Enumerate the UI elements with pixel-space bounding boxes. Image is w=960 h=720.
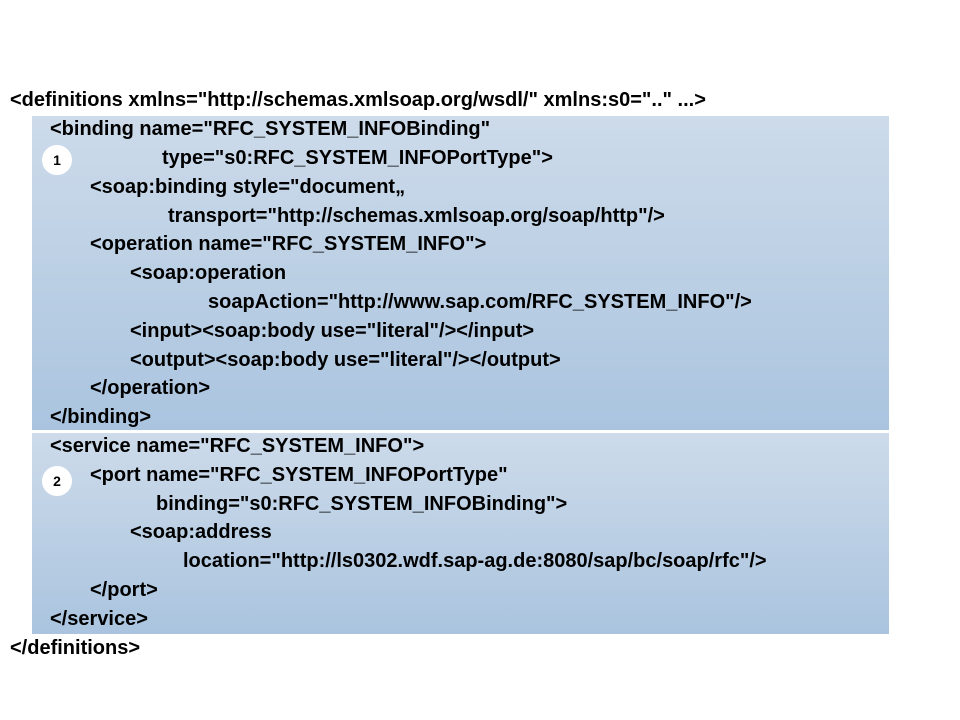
output-element: <output><soap:body use="literal"/></outp… (130, 349, 561, 371)
soap-action-attribute: soapAction="http://www.sap.com/RFC_SYSTE… (208, 291, 752, 313)
binding-close-tag: </binding> (50, 406, 152, 428)
binding-open-tag: <binding name="RFC_SYSTEM_INFOBinding" (50, 118, 491, 140)
operation-close-tag: </operation> (90, 377, 211, 399)
soap-binding-tag: <soap:binding style="document„ (90, 176, 406, 198)
soap-address-tag: <soap:address (130, 521, 272, 543)
soap-binding-transport-attribute: transport="http://schemas.xmlsoap.org/so… (168, 205, 665, 227)
binding-type-attribute: type="s0:RFC_SYSTEM_INFOPortType"> (162, 147, 553, 169)
definitions-close-tag: </definitions> (10, 637, 141, 659)
section-number-badge-1: 1 (42, 145, 72, 175)
service-open-tag: <service name="RFC_SYSTEM_INFO"> (50, 435, 425, 457)
definitions-open-tag: <definitions xmlns="http://schemas.xmlso… (10, 89, 706, 111)
soap-address-location-attribute: location="http://ls0302.wdf.sap-ag.de:80… (183, 550, 767, 572)
port-open-tag: <port name="RFC_SYSTEM_INFOPortType" (90, 464, 508, 486)
soap-operation-tag: <soap:operation (130, 262, 287, 284)
service-close-tag: </service> (50, 608, 148, 630)
service-section-panel (32, 433, 889, 634)
port-binding-attribute: binding="s0:RFC_SYSTEM_INFOBinding"> (156, 493, 568, 515)
port-close-tag: </port> (90, 579, 158, 601)
operation-open-tag: <operation name="RFC_SYSTEM_INFO"> (90, 233, 487, 255)
binding-section-panel (32, 116, 889, 430)
section-number-badge-2: 2 (42, 466, 72, 496)
input-element: <input><soap:body use="literal"/></input… (130, 320, 535, 342)
